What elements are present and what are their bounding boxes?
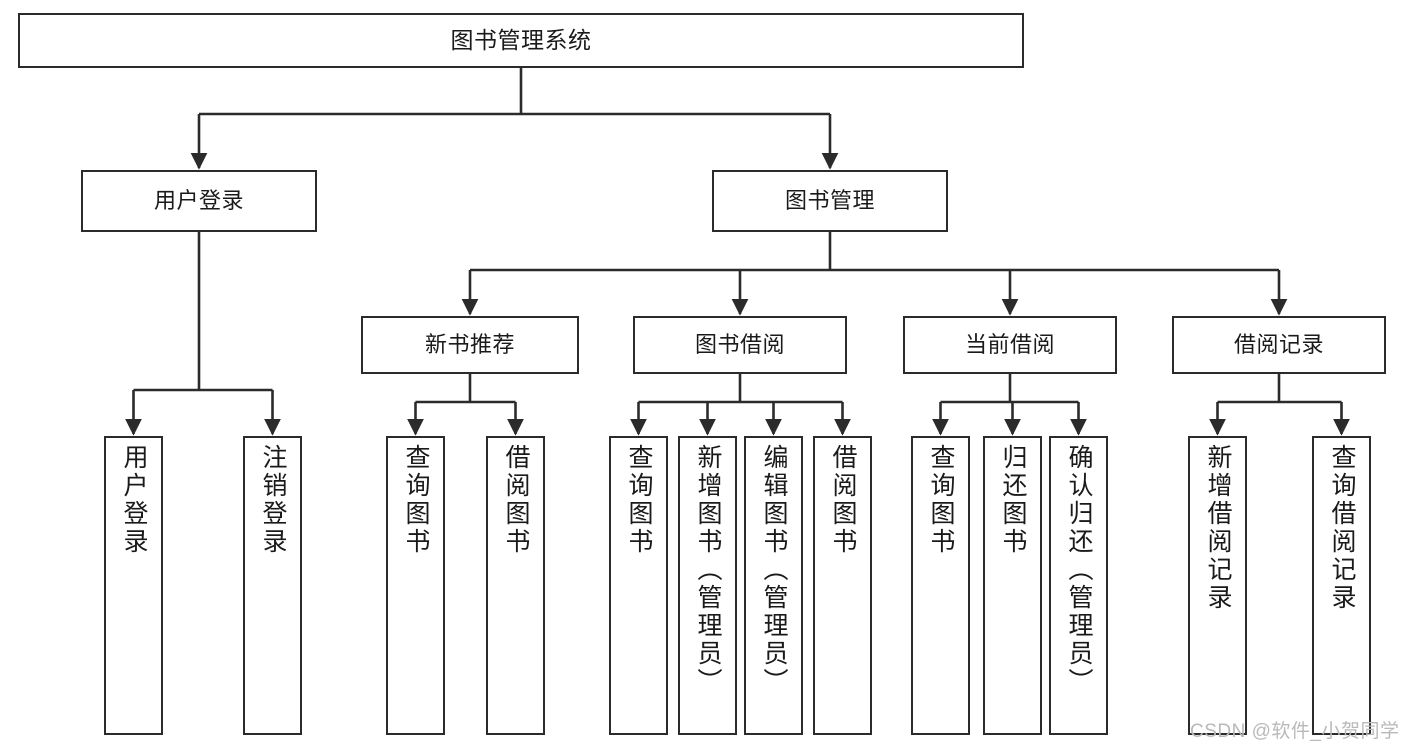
node-label: 注销登录	[259, 444, 287, 556]
node-label: 查询借阅记录	[1328, 444, 1356, 612]
node-label: 借阅图书	[829, 444, 857, 556]
node-label: 图书管理	[784, 188, 875, 214]
node-label: 新书推荐	[424, 332, 515, 358]
csdn-watermark: CSDN @软件_小贺同学	[1190, 721, 1400, 742]
node-l-borrow2[interactable]: 借阅图书	[813, 436, 872, 735]
node-login[interactable]: 用户登录	[81, 170, 317, 232]
node-label: 新增借阅记录	[1204, 444, 1232, 612]
node-label: 用户登录	[153, 188, 244, 214]
node-bookmgmt[interactable]: 图书管理	[712, 170, 948, 232]
node-l-borrow1[interactable]: 借阅图书	[486, 436, 545, 735]
node-l-query3[interactable]: 查询图书	[911, 436, 970, 735]
node-l-query1[interactable]: 查询图书	[386, 436, 445, 735]
node-root[interactable]: 图书管理系统	[18, 13, 1024, 68]
node-label: 借阅图书	[502, 444, 530, 556]
node-l-addrec[interactable]: 新增借阅记录	[1188, 436, 1247, 735]
node-label: 用户登录	[120, 444, 148, 556]
node-l-confirm[interactable]: 确认归还（管理员）	[1049, 436, 1108, 735]
node-borrow[interactable]: 图书借阅	[633, 316, 847, 374]
node-l-query2[interactable]: 查询图书	[609, 436, 668, 735]
node-label: 确认归还（管理员）	[1065, 444, 1093, 696]
node-label: 图书管理系统	[450, 27, 592, 54]
node-label: 归还图书	[999, 444, 1027, 556]
node-l-queryrec[interactable]: 查询借阅记录	[1312, 436, 1371, 735]
node-label: 图书借阅	[694, 332, 785, 358]
node-l-add[interactable]: 新增图书（管理员）	[678, 436, 737, 735]
node-l-return[interactable]: 归还图书	[983, 436, 1042, 735]
node-l-logout[interactable]: 注销登录	[243, 436, 302, 735]
node-l-login[interactable]: 用户登录	[104, 436, 163, 735]
node-current[interactable]: 当前借阅	[903, 316, 1117, 374]
node-label: 新增图书（管理员）	[694, 444, 722, 696]
node-label: 查询图书	[927, 444, 955, 556]
node-label: 编辑图书（管理员）	[760, 444, 788, 696]
node-newbook[interactable]: 新书推荐	[361, 316, 579, 374]
node-label: 借阅记录	[1233, 332, 1324, 358]
node-records[interactable]: 借阅记录	[1172, 316, 1386, 374]
node-label: 查询图书	[402, 444, 430, 556]
node-label: 查询图书	[625, 444, 653, 556]
node-label: 当前借阅	[964, 332, 1055, 358]
node-l-edit[interactable]: 编辑图书（管理员）	[744, 436, 803, 735]
